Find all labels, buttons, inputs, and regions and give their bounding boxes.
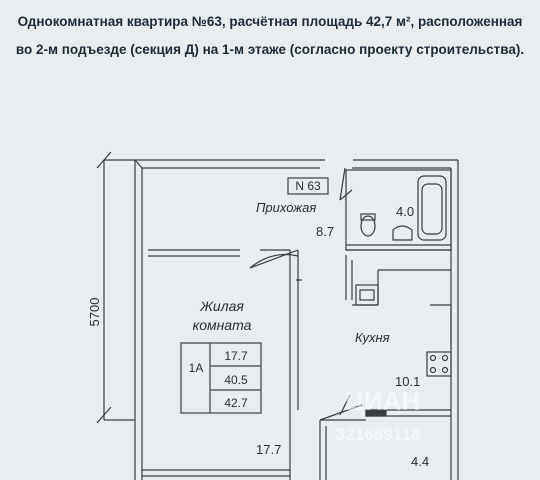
kitchen-door [319,394,363,421]
dimension-label: 5700 [87,298,102,327]
table-total: 40.5 [224,373,248,387]
toilet [360,215,376,237]
outer-wall-right [450,160,459,480]
apartment-tag: N 63 [295,179,321,193]
balcony-area: 4.4 [411,454,429,469]
bathtub [417,175,447,241]
dimension-tick-bottom [96,406,112,424]
kitchen-stove [426,351,452,377]
header-line-2: во 2-м подъезде (секция Д) на 1-м этаже … [15,42,525,57]
kitchen-counter [352,269,451,306]
table-total-balcony: 42.7 [224,396,248,410]
living-area: 17.7 [256,442,281,457]
header-line-1: Однокомнатная квартира №63, расчётная пл… [17,14,523,29]
living-label-2: комната [193,317,252,333]
apartment-tag-box [287,177,329,195]
kitchen-sink [355,284,379,306]
bathroom-sink [392,225,413,241]
watermark-brand: ЦИАН [345,386,420,416]
kitchen-area: 10.1 [395,374,420,389]
living-door [249,249,299,269]
bathroom-area: 4.0 [396,204,414,219]
living-partition [289,250,299,480]
watermark-id: 321689118 [336,425,420,444]
table-type: 1А [189,361,204,375]
area-table [180,342,262,414]
kitchen-label: Кухня [355,330,390,345]
hallway-area: 8.7 [316,224,334,239]
living-label-1: Жилая [199,298,244,314]
outer-wall-left [134,160,143,480]
hallway-label: Прихожая [256,200,316,215]
balcony [319,419,366,480]
table-living: 17.7 [224,349,248,363]
page-header: Однокомнатная квартира №63, расчётная пл… [0,8,540,64]
